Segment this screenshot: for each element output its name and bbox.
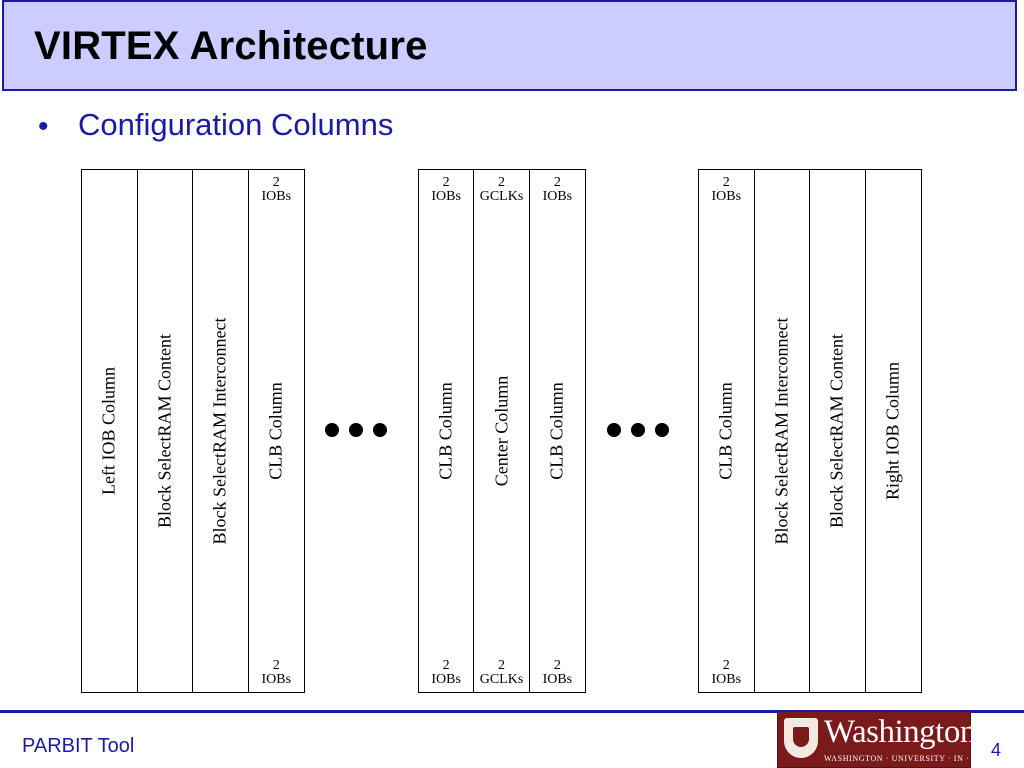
column-label: Left IOB Column — [98, 367, 119, 495]
io-type: IOBs — [542, 672, 573, 687]
column-label: Block SelectRAM Interconnect — [771, 317, 792, 545]
io-count: 2 — [722, 175, 730, 190]
column-label: Right IOB Column — [882, 361, 903, 501]
logo-wordmark: Washington — [824, 714, 976, 750]
column-label: Block SelectRAM Content — [826, 334, 847, 528]
io-type: IOBs — [711, 189, 742, 204]
config-column: Left IOB Column — [82, 170, 138, 692]
washington-university-logo: Washington WASHINGTON · UNIVERSITY · IN … — [777, 711, 1017, 768]
column-label: CLB Column — [435, 382, 456, 480]
io-count: 2 — [272, 658, 280, 673]
ellipsis-icon — [325, 423, 387, 437]
column-label: CLB Column — [546, 382, 567, 480]
io-count: 2 — [442, 175, 450, 190]
io-count: 2 — [722, 658, 730, 673]
title-bar: VIRTEX Architecture — [2, 0, 1017, 91]
io-count: 2 — [442, 658, 450, 673]
column-label: CLB Column — [715, 382, 736, 480]
column-label: Center Column — [491, 375, 512, 487]
config-column: Block SelectRAM Interconnect — [193, 170, 249, 692]
io-type: GCLKs — [479, 189, 524, 204]
io-count: 2 — [553, 658, 561, 673]
io-count: 2 — [498, 658, 506, 673]
io-type: GCLKs — [479, 672, 524, 687]
column-label: CLB Column — [265, 382, 286, 480]
ellipsis-icon — [607, 423, 669, 437]
config-column: Block SelectRAM Interconnect — [755, 170, 810, 692]
io-count: 2 — [498, 175, 506, 190]
footer-divider — [0, 710, 1024, 713]
university-seal-icon — [784, 718, 818, 758]
config-column: Right IOB Column — [866, 170, 922, 692]
column-label: Block SelectRAM Interconnect — [209, 317, 230, 545]
io-count: 2 — [553, 175, 561, 190]
io-type: IOBs — [431, 672, 461, 687]
config-column: Block SelectRAM Content — [810, 170, 866, 692]
logo-subtitle: WASHINGTON · UNIVERSITY · IN · ST · LOUI… — [824, 754, 1018, 763]
column-label: Block SelectRAM Content — [154, 334, 175, 528]
page-number: 4 — [991, 740, 1002, 760]
config-column: Block SelectRAM Content — [138, 170, 193, 692]
io-count: 2 — [272, 175, 280, 190]
slide-title: VIRTEX Architecture — [34, 24, 428, 68]
io-type: IOBs — [261, 189, 292, 204]
io-type: IOBs — [542, 189, 573, 204]
bullet-dot-icon: • — [38, 110, 49, 143]
io-type: IOBs — [261, 672, 292, 687]
footer-title: PARBIT Tool — [22, 735, 135, 757]
io-type: IOBs — [711, 672, 742, 687]
bullet-text: Configuration Columns — [78, 107, 394, 142]
column-group-left: Left IOB Column Block SelectRAM Content Bl… — [81, 169, 305, 693]
io-type: IOBs — [431, 189, 461, 204]
